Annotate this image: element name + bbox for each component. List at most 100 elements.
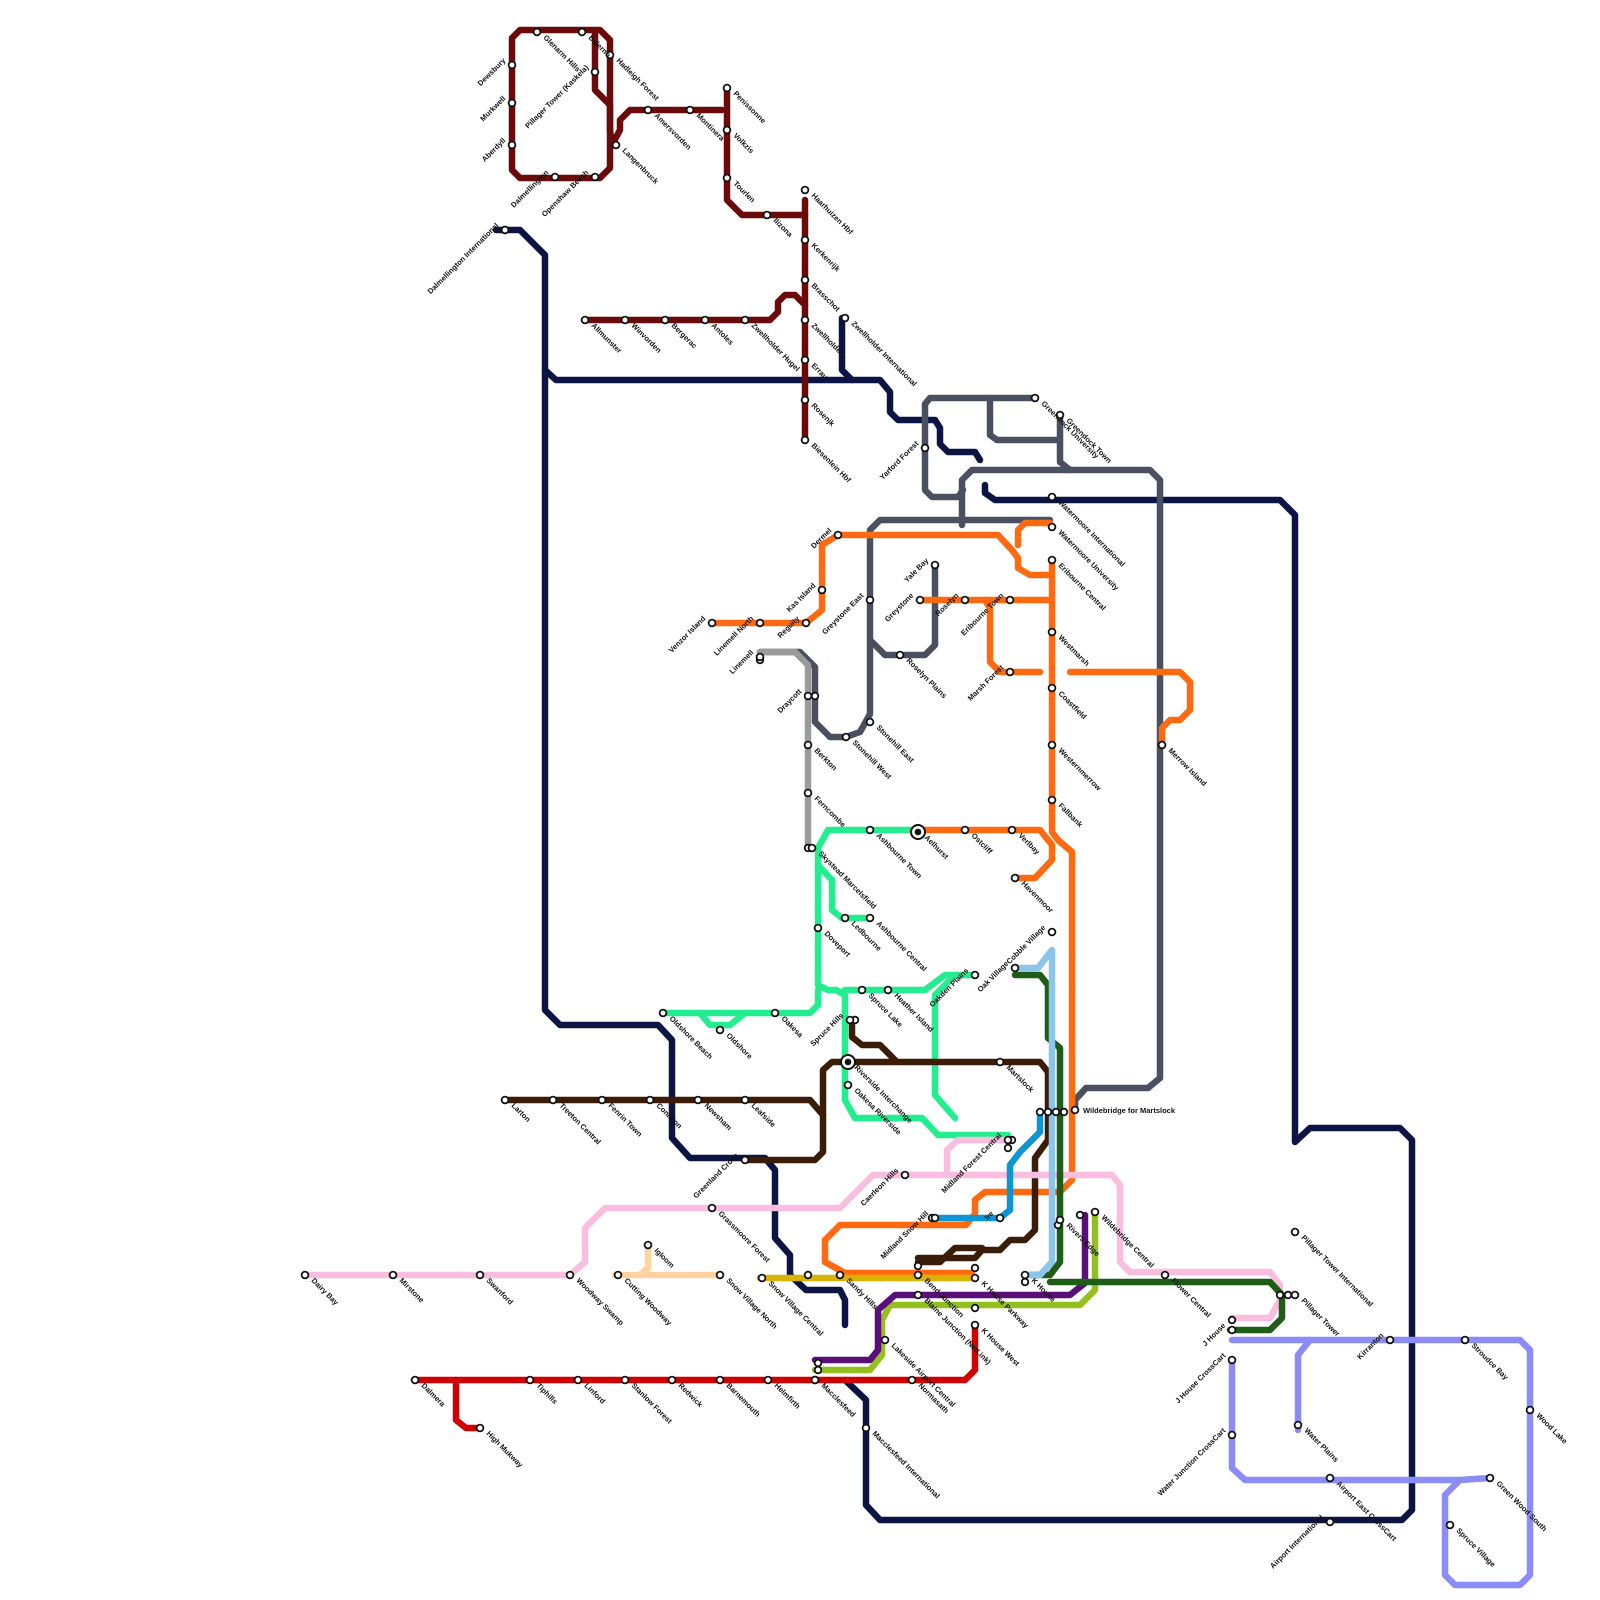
- station-label-westernmerrow[interactable]: Westernmerrow: [1057, 746, 1103, 792]
- station-label-coastfield[interactable]: Coastfield: [1057, 689, 1089, 721]
- station-dermel[interactable]: [835, 532, 842, 539]
- station-label-water-plains[interactable]: Water Plains: [1303, 1426, 1341, 1464]
- station-label-oak-village[interactable]: Oak Village: [976, 959, 1011, 994]
- station-label-spruce-hills[interactable]: Spruce Hills: [808, 1011, 845, 1048]
- station-linemell-north[interactable]: [757, 620, 764, 627]
- station-label-pillager-tower-kaskela[interactable]: Pillager Tower (Kaskela): [523, 63, 591, 131]
- station-cobble-village[interactable]: [1049, 929, 1056, 936]
- station-label-hadleigh-forest[interactable]: Hadleigh Forest: [615, 56, 662, 103]
- station-langenbruck[interactable]: [613, 142, 620, 149]
- station-linemell[interactable]: [757, 654, 764, 661]
- station-reguity[interactable]: [803, 620, 810, 627]
- station-igloom[interactable]: [645, 1242, 652, 1249]
- station-label-wildebridge-for-martslock[interactable]: Wildebridge for Martslock: [1083, 1106, 1176, 1115]
- station-label-brasschot[interactable]: Brasschot: [810, 281, 843, 314]
- station-label-allmunster[interactable]: Allmunster: [590, 321, 624, 355]
- station-snow-village-central[interactable]: [759, 1275, 766, 1282]
- station-yarford-forest[interactable]: [922, 445, 929, 452]
- station-label-dalmera[interactable]: Dalmera: [420, 1381, 448, 1409]
- station-eribourne-central[interactable]: [1049, 557, 1056, 564]
- station-spruce-hills[interactable]: [847, 1017, 854, 1024]
- station-dairy-bay[interactable]: [302, 1272, 309, 1279]
- station-antoles[interactable]: [702, 317, 709, 324]
- station-label-barnemouth[interactable]: Barnemouth: [725, 1381, 763, 1419]
- station-label-stonehill-east[interactable]: Stonehill East: [875, 723, 917, 765]
- station-zwellholder-hugel[interactable]: [742, 317, 749, 324]
- station-k-house-parkway[interactable]: [972, 1275, 979, 1282]
- station-ilizona[interactable]: [764, 212, 771, 219]
- station-label-ferncombe[interactable]: Ferncombe: [813, 794, 848, 829]
- station-montinera[interactable]: [687, 107, 694, 114]
- station-greystone-east[interactable]: [867, 597, 874, 604]
- station-allmunster[interactable]: [582, 317, 589, 324]
- station-snow-village-north[interactable]: [717, 1272, 724, 1279]
- station-draycott[interactable]: [805, 693, 812, 700]
- station-openshaw-beach[interactable]: [592, 174, 599, 181]
- station-spruce-lake[interactable]: [859, 987, 866, 994]
- station-label-winvorden[interactable]: Winvorden: [630, 321, 664, 355]
- station-kas-island[interactable]: [819, 587, 826, 594]
- station-oak-village[interactable]: [1012, 965, 1019, 972]
- station-label-high-mukway[interactable]: High Mukway: [485, 1429, 526, 1470]
- station-winvorden[interactable]: [622, 317, 629, 324]
- station-sandy-hills[interactable]: [837, 1272, 844, 1279]
- station-mirstone[interactable]: [390, 1272, 397, 1279]
- station-label-glenarm-hills[interactable]: Glenarm Hills: [542, 33, 583, 74]
- station-label-stanlow-forest[interactable]: Stanlow Forest: [630, 1381, 675, 1426]
- station-label-yarford-forest[interactable]: Yarford Forest: [878, 439, 921, 482]
- station-label-langenbruck[interactable]: Langenbruck: [621, 146, 661, 186]
- station-label-tiphills[interactable]: Tiphills: [535, 1381, 560, 1406]
- station-label-newsham[interactable]: Newsham: [703, 1101, 734, 1132]
- station-swanford[interactable]: [477, 1272, 484, 1279]
- station-coniston[interactable]: [647, 1097, 654, 1104]
- station-label-leafside[interactable]: Leafside: [750, 1101, 778, 1129]
- station-label-penissonne[interactable]: Penissonne: [732, 89, 768, 125]
- station-balerno[interactable]: [579, 29, 586, 36]
- station-biesenlein-hbf[interactable]: [802, 437, 809, 444]
- station-redwick[interactable]: [669, 1377, 676, 1384]
- station-label-skystead-marcelsfield[interactable]: Skystead Marcelsfield: [817, 849, 879, 911]
- station-label-swanford[interactable]: Swanford: [485, 1276, 516, 1307]
- station-high-mukway[interactable]: [477, 1425, 484, 1432]
- station-greendock-university[interactable]: [1032, 395, 1039, 402]
- station-label-airport-east-crosscart[interactable]: Airport East CrossCart: [1335, 1479, 1399, 1543]
- station-label-larton[interactable]: Larton: [510, 1101, 533, 1124]
- station-label-spruce-village[interactable]: Spruce Village: [1455, 1526, 1498, 1569]
- station-errau[interactable]: [802, 357, 809, 364]
- station-zwellholder[interactable]: [802, 317, 809, 324]
- station-ostcliff[interactable]: [962, 827, 969, 834]
- station-marsh-forest[interactable]: [1007, 669, 1014, 676]
- station-eribourne-town[interactable]: [1007, 597, 1014, 604]
- station-yale-bay[interactable]: [932, 562, 939, 569]
- station-label-draycott[interactable]: Draycott: [776, 687, 804, 715]
- station-label-kas-island[interactable]: Kas Island: [785, 581, 818, 614]
- station-larton[interactable]: [502, 1097, 509, 1104]
- station-stonehill-west[interactable]: [843, 734, 850, 741]
- station-stroudce-bay[interactable]: [1462, 1337, 1469, 1344]
- station-haarhuizen-hbf[interactable]: [802, 187, 809, 194]
- station-bend-junction[interactable]: [915, 1272, 922, 1279]
- station-label-linemell[interactable]: Linemell: [728, 648, 756, 676]
- station-flower-central[interactable]: [1162, 1272, 1169, 1279]
- station-label-dalmellington-international[interactable]: Dalmellington International: [426, 221, 501, 296]
- station-woodway-swamp[interactable]: [567, 1272, 574, 1279]
- station-label-bergerac[interactable]: Bergerac: [670, 321, 699, 350]
- station-normasath[interactable]: [909, 1377, 916, 1384]
- station-oldshore-beach[interactable]: [660, 1010, 667, 1017]
- station-roselyn-plains[interactable]: [897, 652, 904, 659]
- station-k-house-west[interactable]: [972, 1322, 979, 1329]
- station-westernmerrow[interactable]: [1049, 742, 1056, 749]
- station-heather-island[interactable]: [885, 987, 892, 994]
- station-stanlow-forest[interactable]: [622, 1377, 629, 1384]
- station-midland-forest-central[interactable]: [1005, 1137, 1012, 1144]
- station-newsham[interactable]: [695, 1097, 702, 1104]
- station-coastfield[interactable]: [1049, 685, 1056, 692]
- station-label-kirranton[interactable]: Kirranton: [1355, 1331, 1386, 1362]
- station-label-green-wood-south[interactable]: Green Wood South: [1495, 1479, 1550, 1534]
- station-label-j-house[interactable]: J House: [1200, 1321, 1227, 1348]
- station-pillager-tower-kaskela[interactable]: [592, 69, 599, 76]
- station-pillager-tower[interactable]: [1292, 1292, 1299, 1299]
- station-murkwell[interactable]: [509, 100, 516, 107]
- station-watermoore-university[interactable]: [1049, 524, 1056, 531]
- station-watermoore-international[interactable]: [1049, 494, 1056, 501]
